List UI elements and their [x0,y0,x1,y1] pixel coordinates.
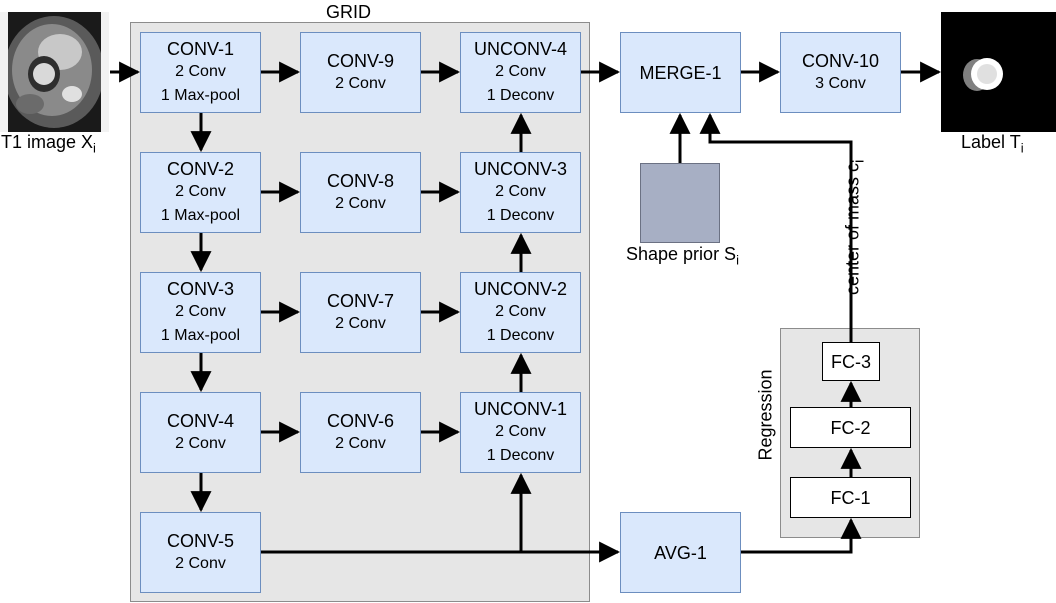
conv1-title: CONV-1 [166,38,235,59]
conv5-line1: 2 Conv [175,554,226,572]
unconv1-block: UNCONV-1 2 Conv 1 Deconv [460,392,581,473]
unconv4-line2: 1 Deconv [486,86,555,104]
unconv1-line2: 1 Deconv [486,446,555,464]
conv8-title: CONV-8 [326,170,395,191]
conv5-block: CONV-5 2 Conv [140,512,261,593]
conv8-block: CONV-8 2 Conv [300,152,421,233]
unconv3-title: UNCONV-3 [473,158,567,179]
edge-avg1-fc1 [741,517,862,554]
unconv2-line1: 2 Conv [495,302,546,320]
conv3-block: CONV-3 2 Conv 1 Max-pool [140,272,261,353]
conv3-title: CONV-3 [166,278,235,299]
conv2-block: CONV-2 2 Conv 1 Max-pool [140,152,261,233]
fc3-title: FC-3 [831,351,871,372]
conv8-line1: 2 Conv [335,194,386,212]
unconv4-title: UNCONV-4 [473,38,567,59]
input-image-label: T1 image Xi [1,132,96,156]
conv3-line1: 2 Conv [175,302,226,320]
conv1-line1: 2 Conv [175,62,226,80]
conv2-line1: 2 Conv [175,182,226,200]
mri-slice-icon [0,12,109,132]
conv10-title: CONV-10 [801,50,880,71]
shape-prior-label: Shape prior Si [626,244,739,268]
unconv1-line1: 2 Conv [495,422,546,440]
conv4-line1: 2 Conv [175,434,226,452]
unconv2-title: UNCONV-2 [473,278,567,299]
conv9-block: CONV-9 2 Conv [300,32,421,113]
fc2-title: FC-2 [830,417,871,438]
conv7-block: CONV-7 2 Conv [300,272,421,353]
unconv4-block: UNCONV-4 2 Conv 1 Deconv [460,32,581,113]
merge1-title: MERGE-1 [639,62,722,83]
conv6-title: CONV-6 [326,410,395,431]
conv10-block: CONV-10 3 Conv [780,32,901,113]
conv9-line1: 2 Conv [335,74,386,92]
output-image-label: Label Ti [961,132,1024,156]
conv6-line1: 2 Conv [335,434,386,452]
unconv3-line2: 1 Deconv [486,206,555,224]
fc1-title: FC-1 [830,487,871,508]
conv9-title: CONV-9 [326,50,395,71]
unconv3-block: UNCONV-3 2 Conv 1 Deconv [460,152,581,233]
conv2-line2: 1 Max-pool [160,206,241,224]
conv2-title: CONV-2 [166,158,235,179]
avg1-title: AVG-1 [654,542,707,563]
conv1-block: CONV-1 2 Conv 1 Max-pool [140,32,261,113]
unconv2-line2: 1 Deconv [486,326,555,344]
unconv1-title: UNCONV-1 [473,398,567,419]
conv4-block: CONV-4 2 Conv [140,392,261,473]
conv1-line2: 1 Max-pool [160,86,241,104]
conv6-block: CONV-6 2 Conv [300,392,421,473]
edge-fc3-merge1 [699,112,853,342]
conv7-title: CONV-7 [326,290,395,311]
fc3-block: FC-3 [822,342,880,381]
merge1-block: MERGE-1 [620,32,741,113]
conv4-title: CONV-4 [166,410,235,431]
unconv2-block: UNCONV-2 2 Conv 1 Deconv [460,272,581,353]
unconv4-line1: 2 Conv [495,62,546,80]
avg1-block: AVG-1 [620,512,741,593]
conv3-line2: 1 Max-pool [160,326,241,344]
conv7-line1: 2 Conv [335,314,386,332]
shape-prior-box [640,163,720,243]
fc2-block: FC-2 [790,407,911,448]
conv5-title: CONV-5 [166,530,235,551]
grid-label: GRID [326,2,371,22]
segmentation-mask-icon [941,12,1056,132]
unconv3-line1: 2 Conv [495,182,546,200]
conv10-line1: 3 Conv [815,74,866,92]
fc1-block: FC-1 [790,477,911,518]
